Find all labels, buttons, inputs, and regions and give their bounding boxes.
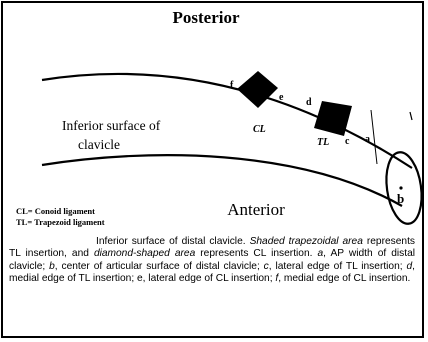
width-line-a bbox=[371, 110, 377, 164]
tl-label: TL bbox=[317, 137, 329, 148]
figure-caption: Inferior surface of distal clavicle. Sha… bbox=[9, 236, 415, 286]
caption-text: represents CL insertion. bbox=[195, 248, 317, 259]
caption-text: Shaded trapezoidal area bbox=[250, 236, 363, 247]
ellipse-top-tick bbox=[410, 112, 412, 120]
anterior-title: Anterior bbox=[227, 200, 285, 219]
caption-text: , medial edge of CL insertion. bbox=[278, 273, 410, 284]
point-label-e: e bbox=[279, 92, 284, 103]
point-label-c: c bbox=[345, 136, 350, 147]
caption-text: , lateral edge of TL insertion; bbox=[269, 261, 407, 272]
conoid-diamond bbox=[237, 71, 278, 108]
caption-text: diamond-shaped area bbox=[94, 248, 195, 259]
posterior-title: Posterior bbox=[172, 8, 239, 27]
caption-text: Inferior surface of distal clavicle. bbox=[96, 236, 250, 247]
articular-surface bbox=[382, 150, 426, 226]
legend-cl: CL= Conoid ligament bbox=[16, 206, 95, 216]
caption-text: , center of articular surface of distal … bbox=[55, 261, 264, 272]
region-label-line2: clavicle bbox=[78, 137, 120, 152]
legend-tl: TL= Trapezoid ligament bbox=[16, 217, 105, 227]
clavicle-lower-edge bbox=[42, 155, 402, 206]
point-label-b: b bbox=[397, 191, 404, 206]
region-label-line1: Inferior surface of bbox=[62, 118, 161, 133]
point-label-d: d bbox=[306, 97, 312, 108]
cl-label: CL bbox=[253, 124, 266, 135]
point-label-f: f bbox=[230, 80, 234, 91]
center-point-b bbox=[399, 186, 402, 189]
point-label-a: a bbox=[365, 134, 370, 145]
